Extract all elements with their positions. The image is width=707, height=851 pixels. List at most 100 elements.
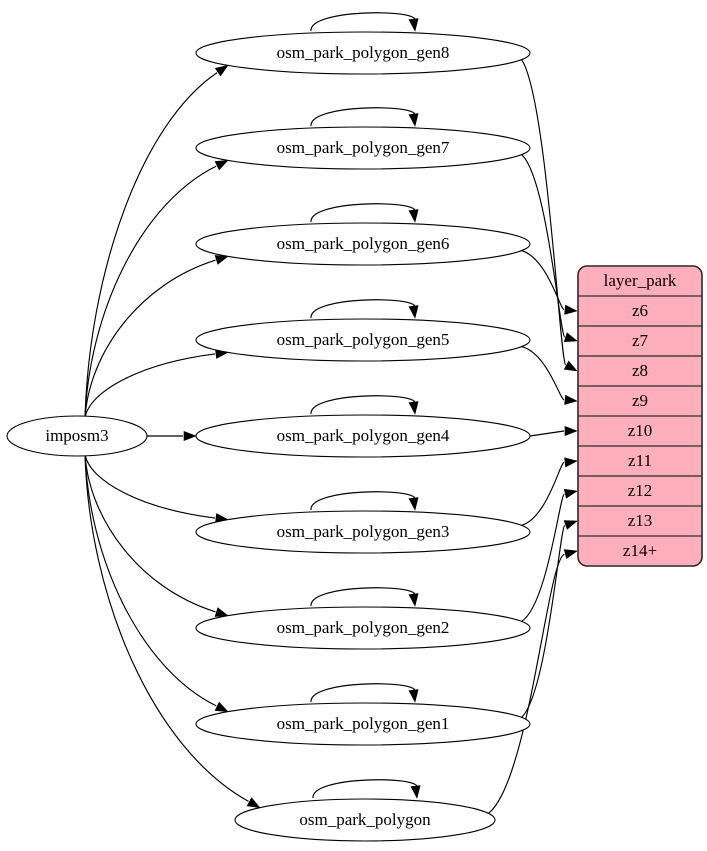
self-loop-edge-gen1 bbox=[310, 683, 416, 703]
table-row-cell-z8[interactable] bbox=[578, 356, 702, 386]
node-ellipse-gen5[interactable] bbox=[195, 318, 531, 362]
edge-arrow-gen1-to-z13 bbox=[563, 520, 578, 530]
node-label-gen7: osm_park_polygon_gen7 bbox=[277, 138, 450, 157]
self-loop-arrow-base bbox=[410, 785, 421, 799]
edge-arrow-gen2-to-z12 bbox=[563, 488, 578, 499]
table-row-label-z7: z7 bbox=[632, 331, 649, 350]
self-loop-edge-gen6 bbox=[310, 203, 416, 223]
node-label-gen8: osm_park_polygon_gen8 bbox=[277, 43, 450, 62]
edge-arrow-gen4-to-z10 bbox=[564, 425, 578, 437]
table-layer: layer_park z6 z7 z8 z9 z10 z11 z12 z13 z14+ bbox=[577, 265, 703, 567]
edge-arrow-imposm3-to-gen8 bbox=[214, 64, 229, 77]
node-ellipse-gen6[interactable] bbox=[195, 222, 531, 266]
table-outline bbox=[577, 265, 703, 567]
edge-arrow-imposm3-to-gen1 bbox=[214, 701, 229, 713]
edge-arrow-gen3-to-z11 bbox=[564, 457, 578, 468]
self-loop-edge-gen4 bbox=[310, 395, 416, 415]
table-row-label-z6: z6 bbox=[632, 301, 648, 320]
node-base[interactable]: osm_park_polygon bbox=[234, 798, 496, 842]
edge-gen4-to-z10 bbox=[529, 430, 565, 437]
node-label-gen3: osm_park_polygon_gen3 bbox=[277, 522, 450, 541]
edge-gen3-to-z11 bbox=[521, 461, 565, 526]
edge-arrow-imposm3-to-gen7 bbox=[214, 159, 229, 171]
node-gen5[interactable]: osm_park_polygon_gen5 bbox=[195, 318, 531, 362]
self-loop-arrow-gen2 bbox=[408, 593, 419, 607]
node-ellipse-imposm3[interactable] bbox=[6, 415, 148, 457]
table-row-label-z11: z11 bbox=[628, 451, 652, 470]
edge-arrow-gen6-to-z6 bbox=[564, 304, 578, 315]
node-ellipse-gen3[interactable] bbox=[195, 510, 531, 554]
self-loop-arrow-gen1 bbox=[408, 689, 419, 703]
table-row-cell-z11[interactable] bbox=[578, 446, 702, 476]
node-ellipse-gen2[interactable] bbox=[195, 606, 531, 650]
node-ellipse-gen7[interactable] bbox=[195, 126, 531, 170]
edge-gen2-to-z12 bbox=[521, 493, 565, 622]
table-row-cell-z9[interactable] bbox=[578, 386, 702, 416]
edge-imposm3-to-base bbox=[84, 453, 249, 802]
table-row-label-z13: z13 bbox=[628, 511, 653, 530]
self-loop-arrow-gen6 bbox=[408, 209, 419, 223]
node-gen8[interactable]: osm_park_polygon_gen8 bbox=[195, 31, 531, 75]
table-row-cell-z7[interactable] bbox=[578, 326, 702, 356]
self-loop-edge-gen8 bbox=[310, 12, 416, 32]
table-row-label-z9: z9 bbox=[632, 391, 648, 410]
node-label-base: osm_park_polygon bbox=[299, 810, 431, 829]
table-row-label-z12: z12 bbox=[628, 481, 653, 500]
table-row-cell-z12[interactable] bbox=[578, 476, 702, 506]
node-label-imposm3: imposm3 bbox=[45, 426, 108, 445]
edge-imposm3-to-gen8 bbox=[84, 72, 218, 419]
table-row-cell-z6[interactable] bbox=[578, 296, 702, 326]
table-row-cell-z13[interactable] bbox=[578, 506, 702, 536]
table-row-cell-z14+[interactable] bbox=[578, 536, 702, 566]
node-gen3[interactable]: osm_park_polygon_gen3 bbox=[195, 510, 531, 554]
node-ellipse-gen8[interactable] bbox=[195, 31, 531, 75]
table-header-cell bbox=[578, 266, 702, 296]
node-ellipse-base[interactable] bbox=[234, 798, 496, 842]
node-label-gen1: osm_park_polygon_gen1 bbox=[277, 714, 450, 733]
edge-gen8-to-z8 bbox=[521, 59, 567, 366]
edge-imposm3-to-gen7 bbox=[84, 165, 217, 419]
edge-arrow-imposm3-to-gen6 bbox=[214, 255, 229, 265]
node-ellipse-gen1[interactable] bbox=[195, 702, 531, 746]
node-gen1[interactable]: osm_park_polygon_gen1 bbox=[195, 702, 531, 746]
edge-imposm3-to-gen6 bbox=[84, 259, 216, 419]
edge-arrow-gen5-to-z9 bbox=[564, 394, 578, 405]
self-loop-arrow-gen3 bbox=[408, 497, 419, 511]
node-label-gen4: osm_park_polygon_gen4 bbox=[277, 426, 450, 445]
node-label-gen2: osm_park_polygon_gen2 bbox=[277, 618, 450, 637]
edge-layer bbox=[84, 12, 578, 814]
self-loop-arrow-gen7 bbox=[408, 113, 419, 127]
node-gen7[interactable]: osm_park_polygon_gen7 bbox=[195, 126, 531, 170]
edge-gen7-to-z7 bbox=[521, 154, 566, 338]
edge-arrow-gen8-to-z8 bbox=[563, 360, 578, 372]
edge-base-to-z14+ bbox=[488, 553, 565, 814]
table-header-label: layer_park bbox=[604, 271, 677, 290]
table-row-label-z10: z10 bbox=[628, 421, 653, 440]
self-loop-arrow-gen8 bbox=[408, 18, 419, 32]
node-imposm3[interactable]: imposm3 bbox=[6, 415, 148, 457]
node-gen2[interactable]: osm_park_polygon_gen2 bbox=[195, 606, 531, 650]
self-loop-edge-gen3 bbox=[310, 491, 416, 511]
edge-arrow-imposm3-to-gen2 bbox=[214, 607, 229, 617]
node-gen4[interactable]: osm_park_polygon_gen4 bbox=[195, 414, 531, 458]
self-loop-edge-gen7 bbox=[310, 107, 416, 127]
node-ellipse-gen4[interactable] bbox=[195, 414, 531, 458]
node-layer: osm_park_polygon_gen8 osm_park_polygon_ge… bbox=[6, 31, 531, 842]
edge-gen1-to-z13 bbox=[521, 524, 566, 718]
table-row-cell-z10[interactable] bbox=[578, 416, 702, 446]
self-loop-arrow-gen5 bbox=[408, 305, 419, 319]
edge-gen5-to-z9 bbox=[521, 346, 565, 401]
edge-imposm3-to-gen3 bbox=[84, 453, 216, 519]
edge-imposm3-to-gen2 bbox=[84, 453, 216, 613]
table-row-label-z8: z8 bbox=[632, 361, 648, 380]
self-loop-arrow-gen4 bbox=[408, 401, 419, 415]
edge-gen6-to-z6 bbox=[521, 250, 565, 311]
node-label-gen5: osm_park_polygon_gen5 bbox=[277, 330, 450, 349]
table-row-label-z14+: z14+ bbox=[623, 541, 657, 560]
node-label-gen6: osm_park_polygon_gen6 bbox=[277, 234, 450, 253]
self-loop-edge-gen2 bbox=[310, 587, 416, 607]
node-gen6[interactable]: osm_park_polygon_gen6 bbox=[195, 222, 531, 266]
edge-imposm3-to-gen1 bbox=[84, 453, 217, 707]
self-loop-edge-base bbox=[312, 779, 418, 799]
